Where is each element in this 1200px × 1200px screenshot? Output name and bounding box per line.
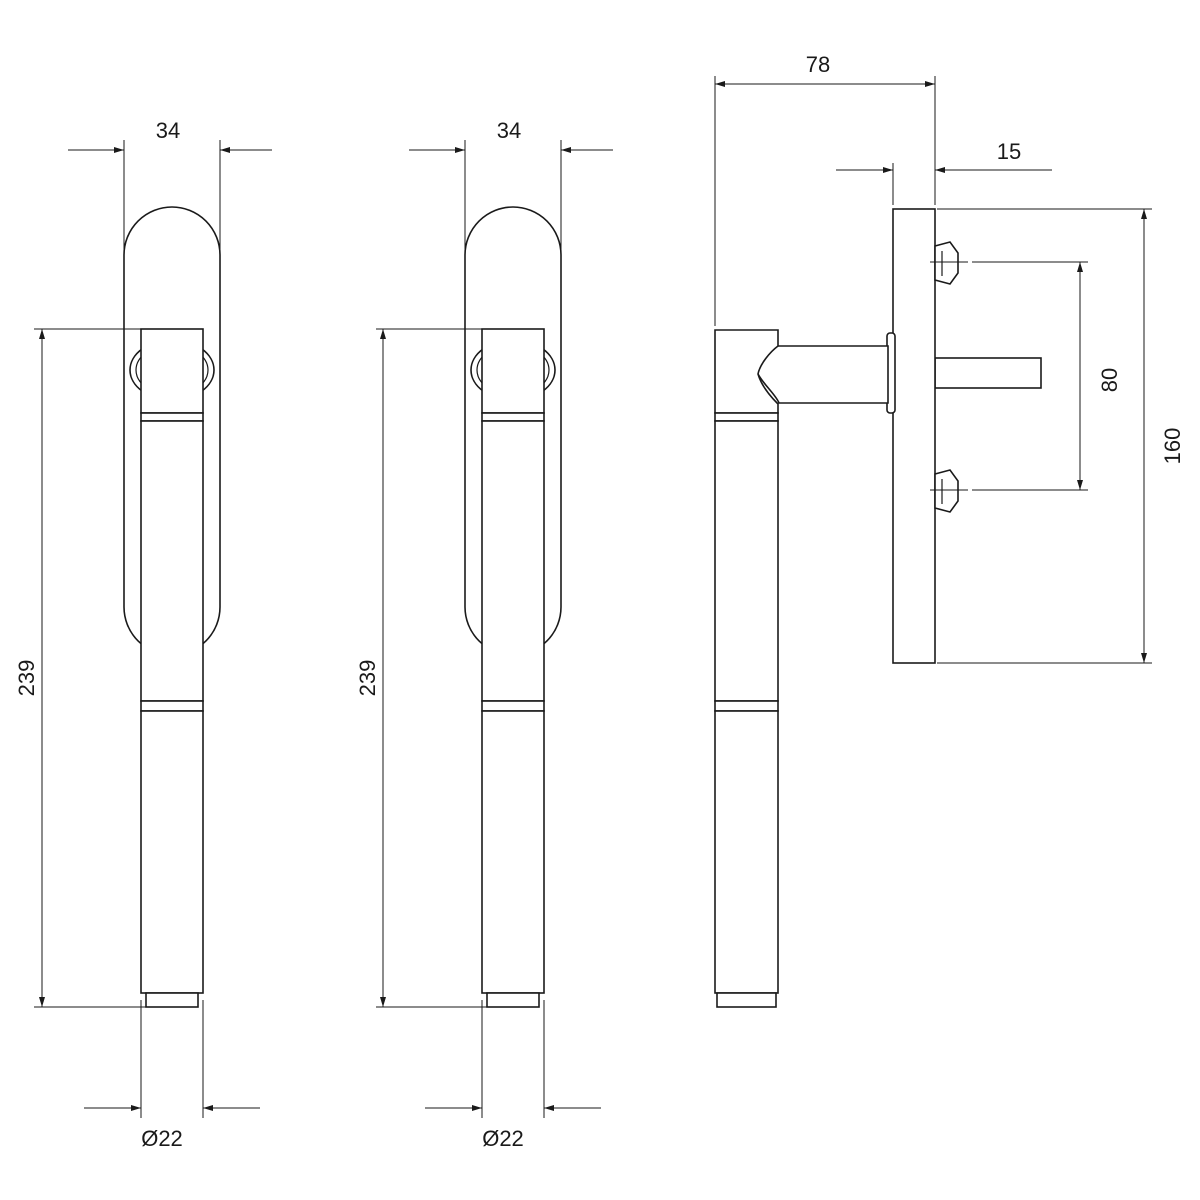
front-view-2: 34 239 Ø22 [355, 118, 613, 1151]
rose-height-dimension: 160 [937, 208, 1185, 664]
width-label: 34 [156, 118, 180, 143]
side-view: 78 15 80 160 [714, 52, 1185, 1008]
end-cap [145, 992, 199, 1008]
handle-head [140, 328, 204, 414]
spindle [934, 357, 1042, 389]
upper-grip-side [714, 420, 779, 702]
mid-ring-side [714, 700, 779, 712]
lower-screw [934, 469, 959, 513]
handle-head [481, 328, 545, 414]
diameter-label: Ø22 [141, 1126, 183, 1151]
head-ring [481, 412, 545, 422]
upper-screw [934, 241, 959, 285]
upper-grip [140, 420, 204, 702]
diameter-dimension: Ø22 [425, 1000, 601, 1151]
width-label: 34 [497, 118, 521, 143]
height-label: 239 [14, 660, 39, 697]
lower-grip-side [714, 710, 779, 994]
width-dimension: 34 [68, 118, 272, 320]
upper-grip [481, 420, 545, 702]
rose-thickness-label: 15 [997, 139, 1021, 164]
projection-label: 78 [806, 52, 830, 77]
projection-dimension: 78 [714, 52, 936, 326]
height-dimension: 239 [355, 328, 487, 1008]
rose-thickness-dimension: 15 [836, 139, 1052, 205]
height-dimension: 239 [14, 328, 146, 1008]
head-ring-side [714, 412, 779, 422]
rose-plate-side [892, 208, 936, 664]
rose-height-label: 160 [1160, 428, 1185, 465]
width-dimension: 34 [409, 118, 613, 320]
mid-ring [140, 700, 204, 712]
head-ring [140, 412, 204, 422]
screw-spacing-label: 80 [1097, 368, 1122, 392]
handle-neck [756, 345, 889, 404]
end-cap-side [716, 992, 777, 1008]
lower-grip [481, 710, 545, 994]
handle-head-side [714, 329, 779, 414]
front-view-1: 34 239 Ø22 [14, 118, 272, 1151]
diameter-label: Ø22 [482, 1126, 524, 1151]
end-cap [486, 992, 540, 1008]
height-label: 239 [355, 660, 380, 697]
diameter-dimension: Ø22 [84, 1000, 260, 1151]
lower-grip [140, 710, 204, 994]
screw-spacing-dimension: 80 [930, 261, 1122, 491]
mid-ring [481, 700, 545, 712]
